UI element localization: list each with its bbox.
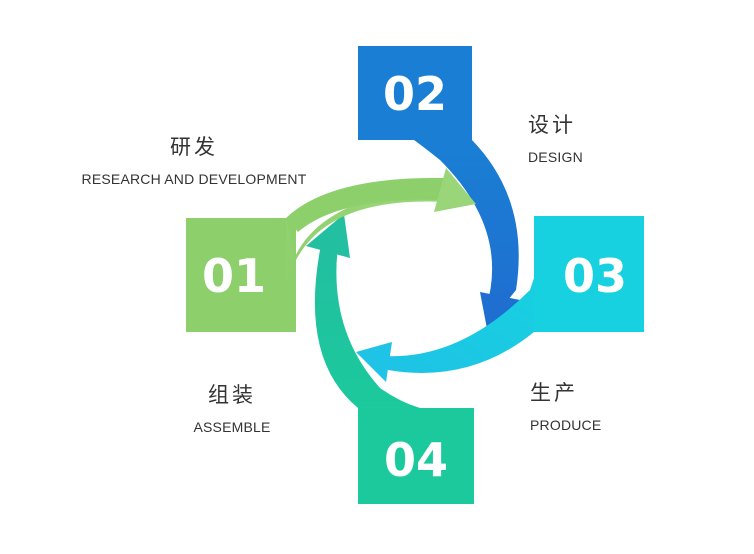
step-02-block: 02: [358, 46, 520, 334]
step-01-label: 研发 RESEARCH AND DEVELOPMENT: [78, 134, 310, 188]
step-03-title-zh: 生产: [530, 381, 578, 405]
step-04-arrowhead: [306, 214, 350, 258]
step-02-arrowhead: [480, 292, 520, 334]
step-01-number: 01: [202, 249, 266, 303]
step-01-arc: [286, 177, 446, 232]
step-01-box: [186, 218, 296, 332]
step-02-arc: [414, 140, 519, 310]
step-02-number: 02: [383, 67, 447, 121]
step-01-title-en: RESEARCH AND DEVELOPMENT: [81, 171, 307, 187]
step-03-arrowhead: [356, 342, 392, 382]
step-03-block: 03: [356, 216, 644, 382]
step-04-number: 04: [384, 433, 448, 487]
step-04-label: 组装 ASSEMBLE: [180, 382, 284, 436]
step-04-title-en: ASSEMBLE: [193, 419, 271, 435]
step-02-box: [358, 46, 472, 140]
step-01-arrowhead: [434, 168, 476, 212]
step-03-box: [534, 216, 644, 332]
step-03-label: 生产 PRODUCE: [530, 380, 601, 434]
step-04-title-zh: 组装: [208, 383, 256, 407]
step-01-block: 01: [186, 168, 476, 332]
step-01-title-zh: 研发: [170, 135, 218, 159]
step-02-label: 设计 DESIGN: [528, 112, 583, 166]
step-02-title-zh: 设计: [528, 113, 576, 137]
step-04-block: 04: [306, 214, 474, 504]
step-03-number: 03: [563, 249, 627, 303]
step-03-title-en: PRODUCE: [530, 417, 602, 433]
step-03-arc: [384, 278, 534, 373]
step-04-box: [358, 408, 474, 504]
step-04-arc: [314, 246, 420, 408]
step-02-title-en: DESIGN: [528, 149, 583, 165]
